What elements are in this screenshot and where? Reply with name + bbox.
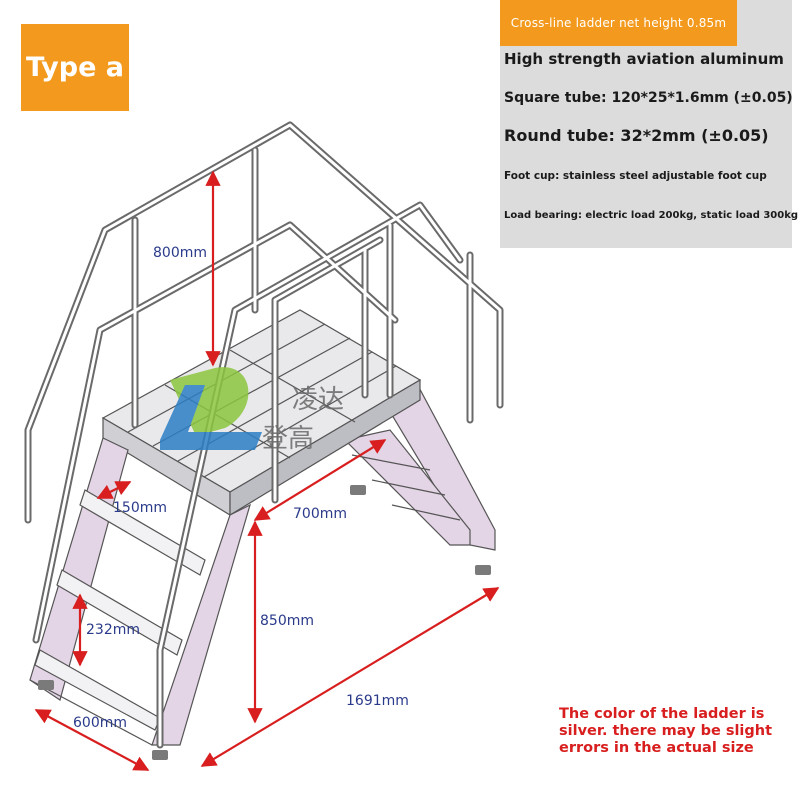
color-note: The color of the ladder is silver. there…: [559, 706, 773, 756]
type-label: Type a: [25, 52, 125, 83]
step-1: [79, 489, 206, 576]
spec-panel: Cross-line ladder net height 0.85m High …: [500, 0, 798, 248]
dim-label-800: 800mm: [153, 245, 207, 261]
spec-header: Cross-line ladder net height 0.85m: [500, 0, 737, 46]
dim-label-600: 600mm: [73, 715, 127, 731]
dim-label-1691: 1691mm: [346, 693, 409, 709]
spec-material: High strength aviation aluminum: [504, 50, 784, 68]
dim-label-700: 700mm: [293, 506, 347, 522]
logo-l-blue: [160, 385, 262, 450]
platform-deck: [101, 309, 422, 517]
dim-line-150: [96, 481, 132, 499]
watermark-text-top: 凌达: [292, 385, 344, 415]
dim-line-600: [34, 709, 150, 771]
watermark-text-bottom: 登高: [262, 424, 314, 454]
dim-label-232: 232mm: [86, 622, 140, 638]
dimension-lines: [34, 170, 500, 771]
spec-square-tube: Square tube: 120*25*1.6mm (±0.05): [504, 90, 793, 106]
spec-round-tube: Round tube: 32*2mm (±0.05): [504, 126, 769, 145]
step-2: [56, 569, 183, 656]
type-badge: Type a: [21, 24, 129, 111]
dim-label-150: 150mm: [113, 500, 167, 516]
spec-load-bearing: Load bearing: electric load 200kg, stati…: [504, 210, 799, 221]
spec-foot-cup: Foot cup: stainless steel adjustable foo…: [504, 170, 767, 182]
dim-label-850: 850mm: [260, 613, 314, 629]
dim-line-700: [253, 439, 387, 521]
watermark-logo: 凌达 登高: [160, 367, 344, 454]
dim-line-1691: [200, 587, 500, 767]
